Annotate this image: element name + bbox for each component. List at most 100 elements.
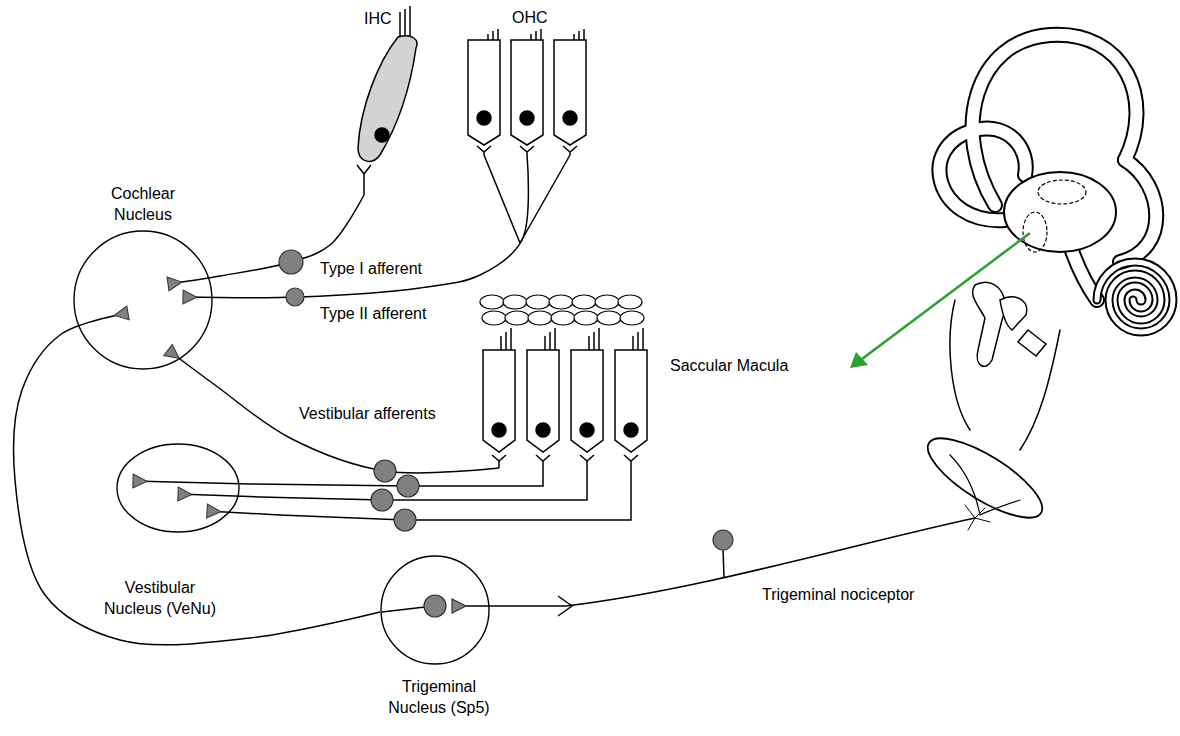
nucleus-outline (73, 230, 213, 370)
axon-path (14, 313, 380, 645)
synapse (492, 455, 506, 468)
vestibular-hair-cell (483, 328, 515, 468)
cochlea (1097, 262, 1173, 332)
synapse (563, 146, 577, 155)
nerve-endings (965, 505, 990, 530)
synapse (624, 455, 638, 468)
synapse (580, 455, 594, 468)
cell-body (483, 350, 515, 452)
spiral-ganglion-soma (286, 288, 304, 306)
nucleus-circle-outline (381, 556, 489, 664)
outer-hair-cell (554, 29, 586, 155)
stereocilium (492, 31, 494, 40)
cochlea-lumen (1097, 262, 1173, 332)
stereocilium (598, 328, 600, 350)
otoconium (597, 311, 621, 325)
nociceptor-axon (466, 518, 975, 606)
spiral-ganglion-soma (279, 250, 303, 274)
vestibular-hair-cell (615, 328, 647, 468)
vestibular-ganglion-soma (397, 475, 419, 497)
stereocilium (399, 12, 401, 37)
edge-label: Type II afferent (318, 304, 428, 323)
node-label: Trigeminal Nucleus (Sp5) (380, 677, 498, 719)
nucleus-circle-outline (74, 231, 212, 369)
hair-cell-group: OHC (465, 5, 605, 155)
vestibular-ganglion-soma (394, 509, 416, 531)
cochlear-duct (1070, 245, 1097, 300)
node-label: Saccular Macula (670, 356, 788, 377)
posterior-canal (1120, 160, 1156, 262)
axon-path (207, 468, 631, 520)
afferent-connector (183, 155, 528, 298)
utricle (1038, 180, 1086, 204)
cell-body (511, 40, 543, 145)
axon-break (558, 596, 572, 616)
nucleus-ellipse: Vestibular Nucleus (VeNu) (116, 443, 240, 533)
stapes (1018, 330, 1046, 356)
sp5-neuron-soma (424, 595, 446, 617)
axon-path (133, 468, 543, 486)
vestibular-ganglion-soma (371, 489, 393, 511)
stereocilium (573, 34, 575, 40)
inner-hair-cell (357, 6, 417, 195)
cell-nucleus (477, 111, 491, 125)
stereocilium (578, 31, 580, 40)
axon-path (183, 155, 528, 298)
eardrum (917, 424, 1052, 531)
nucleus-outline (380, 555, 490, 665)
cell-nucleus (536, 423, 550, 437)
stereocilium (500, 336, 502, 350)
middle-ear-wall (950, 300, 1060, 450)
cell-nucleus (563, 111, 577, 125)
stereocilium (642, 328, 644, 350)
synaptic-terminal (452, 599, 466, 613)
stereocilium (549, 332, 551, 350)
node-label: IHC (364, 9, 392, 30)
stereocilium (588, 336, 590, 350)
outer-hair-cells (468, 29, 586, 155)
node-label: Cochlear Nucleus (98, 184, 188, 226)
soma-stalk (723, 549, 724, 577)
otoconium (480, 295, 504, 309)
cell-nucleus (580, 423, 594, 437)
cell-body (571, 350, 603, 452)
stereocilium (540, 29, 542, 40)
stereocilium (637, 332, 639, 350)
sp5-axon (382, 607, 425, 612)
otoconium (549, 295, 573, 309)
vestibular-ganglion-soma (374, 460, 396, 482)
stereocilium (409, 6, 411, 37)
nucleus-circle: Cochlear Nucleus (73, 230, 213, 370)
stereocilium (632, 336, 634, 350)
saccule (1023, 212, 1047, 252)
stereocilium (554, 328, 556, 350)
eardrum-fibres (950, 455, 1020, 515)
nucleus-ellipse-outline (117, 444, 239, 532)
cell-nucleus (624, 423, 638, 437)
malleus (973, 282, 1005, 366)
macula: Saccular Macula (480, 290, 650, 468)
synapse (477, 146, 491, 155)
annotation: Vestibular afferents (297, 404, 438, 423)
node-label: Vestibular Nucleus (VeNu) (101, 578, 219, 620)
stereocilium (593, 332, 595, 350)
afferent-connector (14, 313, 380, 645)
cell-body (468, 40, 500, 145)
cell-nucleus (492, 423, 506, 437)
stereocilium (404, 9, 406, 36)
type-ii-branch (484, 155, 520, 243)
cell-body (527, 350, 559, 452)
cell-body (358, 36, 417, 161)
synapse (357, 165, 371, 195)
stereocilium (583, 29, 585, 40)
posterior-canal-lumen (1120, 160, 1156, 262)
otoconium (551, 311, 575, 325)
stereocilium (487, 34, 489, 40)
stereocilium (530, 34, 532, 40)
cell-body (554, 40, 586, 145)
nucleus-outline (116, 443, 240, 533)
